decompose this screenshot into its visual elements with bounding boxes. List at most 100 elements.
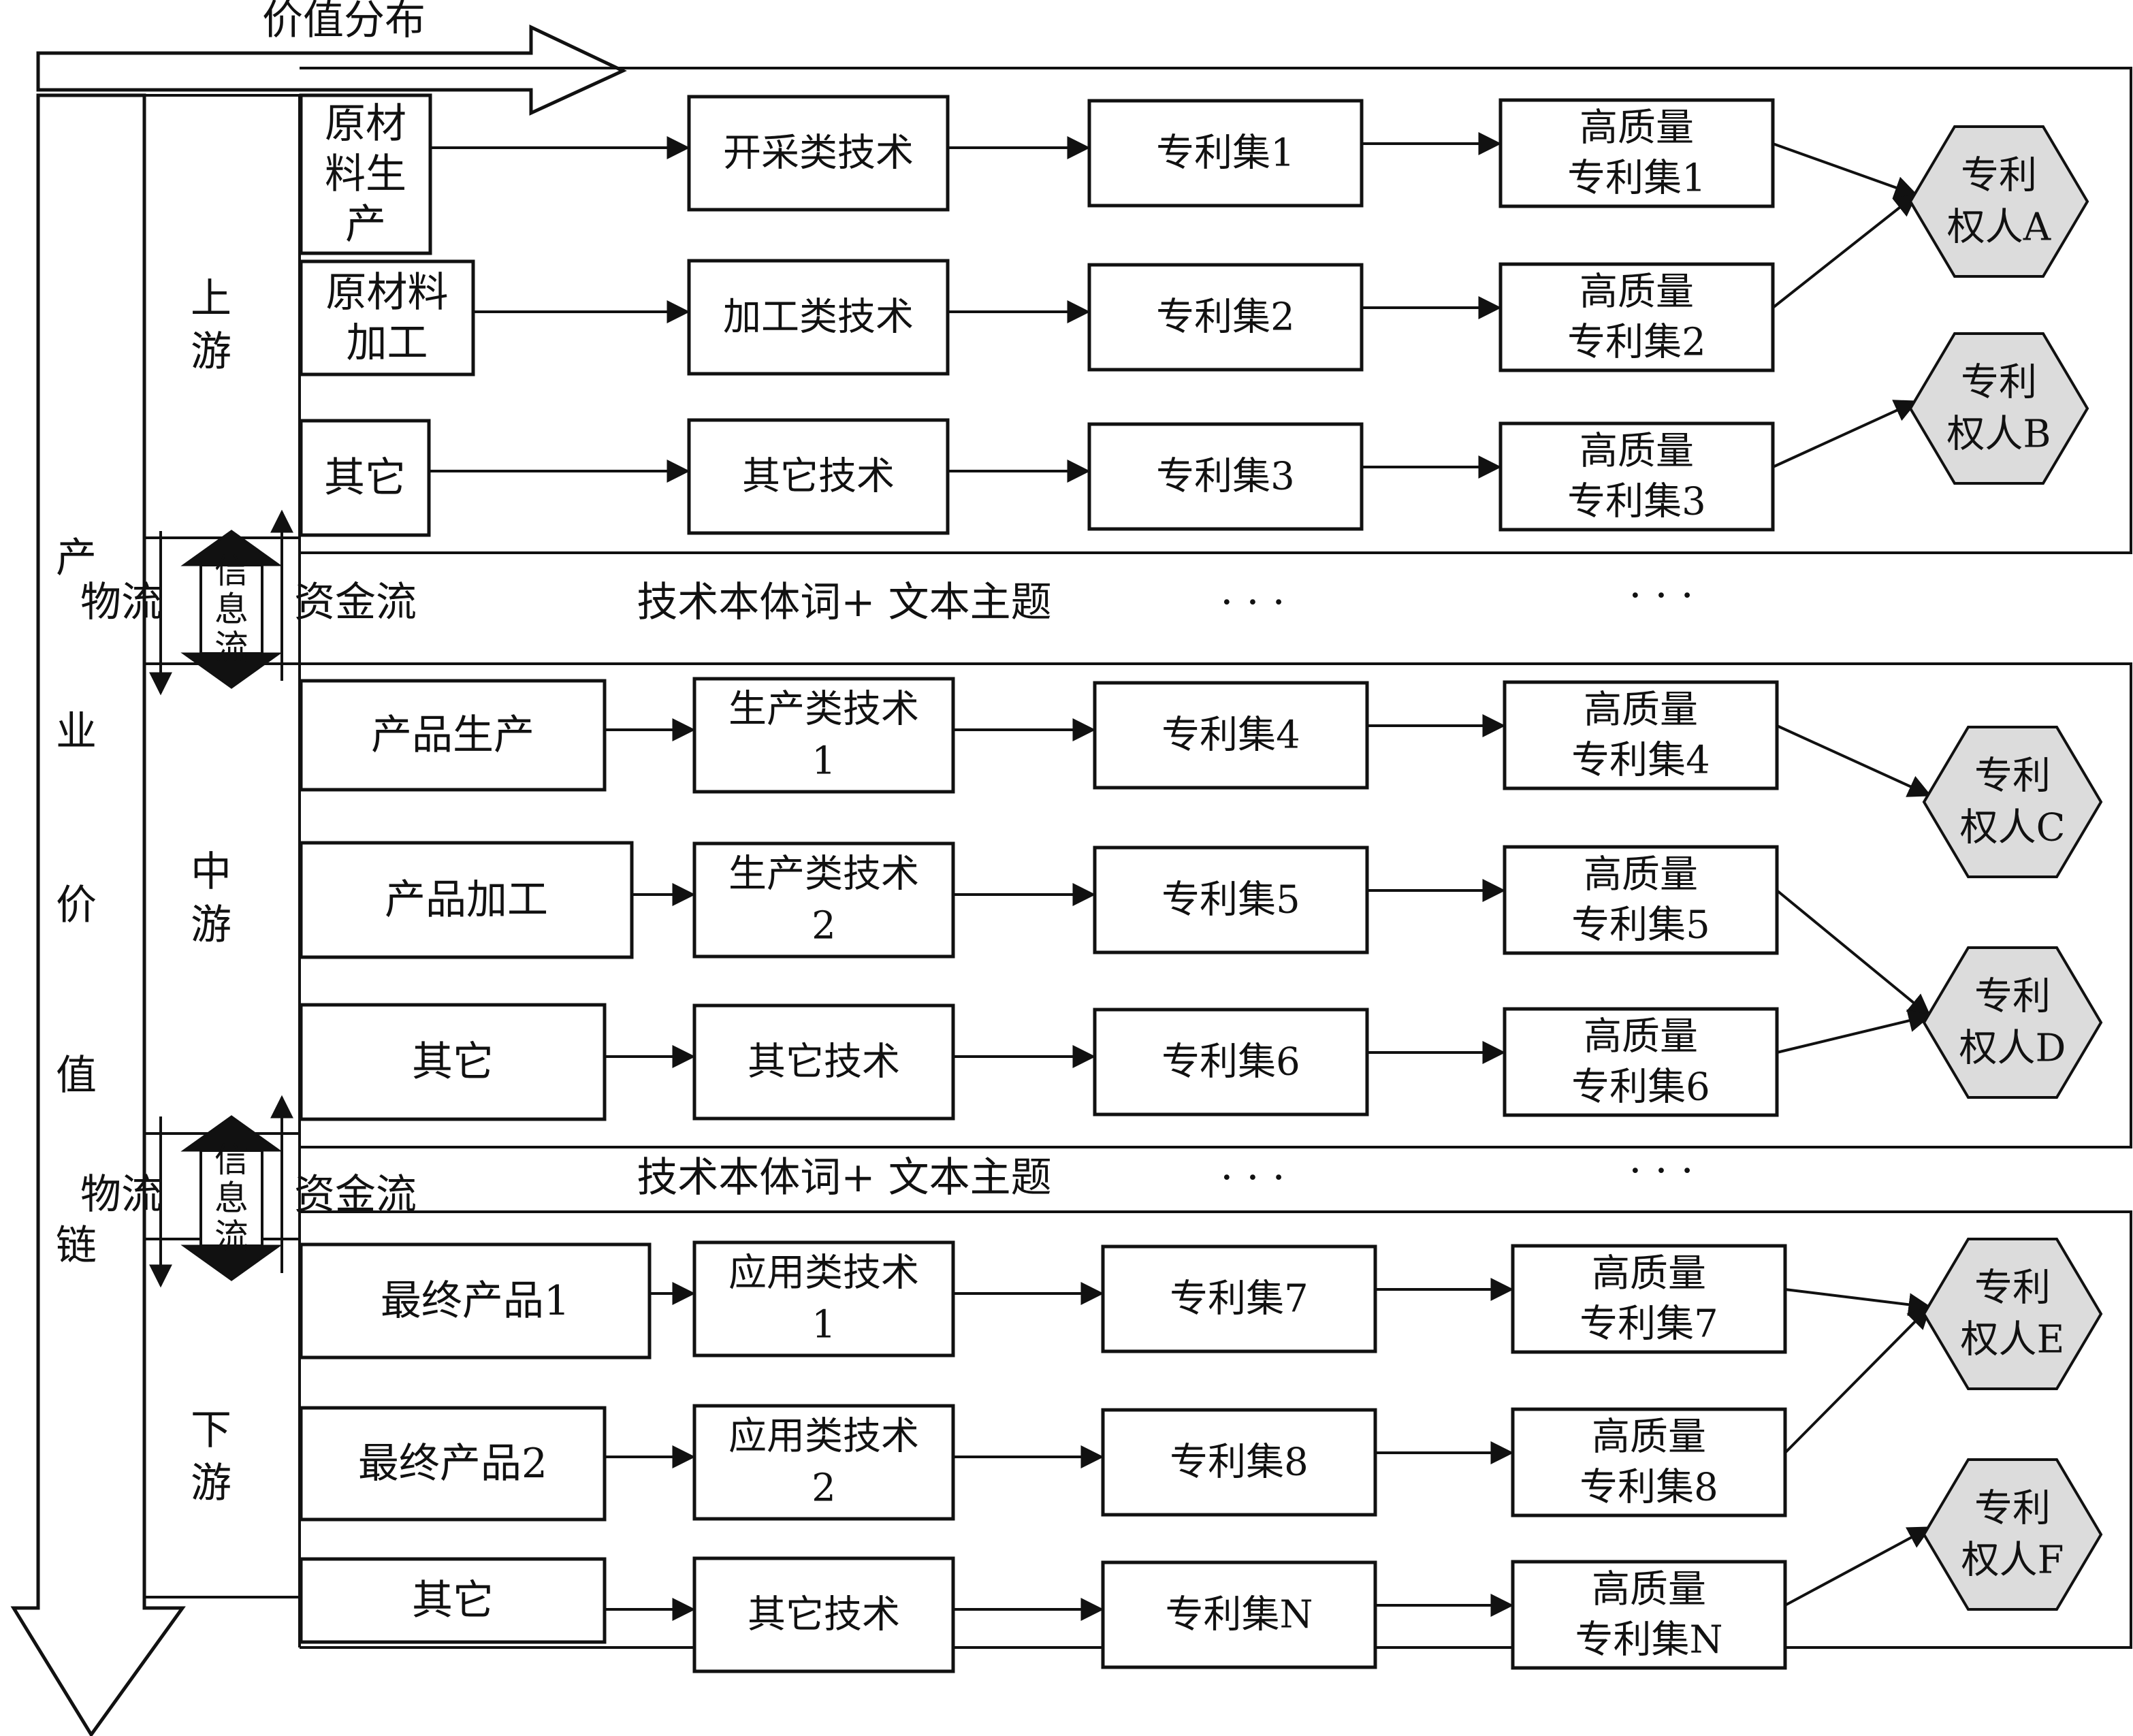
patent-owner-hexagon <box>1908 332 2089 485</box>
ellipsis: · · · <box>1629 1147 1693 1195</box>
tech-box <box>692 677 955 794</box>
stage-label: 原材料 <box>326 269 449 317</box>
patent-set-label: 专利集N <box>1166 1593 1313 1637</box>
tech-label: 1 <box>812 739 836 784</box>
tech-box <box>692 1240 955 1357</box>
stage-label: 其它 <box>324 454 406 502</box>
hq-patent-label: 专利集3 <box>1567 480 1706 524</box>
stage-label: 产品生产 <box>371 711 534 759</box>
hq-patent-label: 高质量 <box>1579 270 1694 315</box>
tech-box <box>687 95 950 212</box>
hq-patent-label: 专利集5 <box>1571 903 1710 948</box>
patent-set-box <box>1101 1560 1377 1669</box>
hq-to-owner-arrow <box>1784 1526 1931 1607</box>
tier-label: 中 <box>191 848 231 896</box>
hq-to-owner-arrow <box>1771 193 1918 309</box>
hq-patent-label: 专利集7 <box>1579 1302 1718 1347</box>
hq-to-owner-arrow <box>1776 724 1932 797</box>
patent-set-label: 专利集6 <box>1161 1040 1300 1084</box>
info-flow-char: 信 <box>214 1140 248 1180</box>
hq-patent-box <box>1498 421 1775 532</box>
patent-set-label: 专利集2 <box>1156 295 1295 340</box>
stage-box <box>299 259 475 376</box>
ellipsis: · · · <box>1629 572 1693 620</box>
hq-patent-label: 高质量 <box>1592 1568 1706 1612</box>
patent-owner-hexagon <box>1922 1238 2103 1390</box>
row-layer: 原材料生产开采类技术专利集1高质量专利集1原材料加工加工类技术专利集2高质量专利… <box>299 93 1787 1673</box>
patent-set-box <box>1087 422 1364 531</box>
patent-set-box <box>1101 1408 1377 1517</box>
patent-owner-label: 权人B <box>1946 413 2051 457</box>
tech-box <box>692 1003 955 1121</box>
patent-owner-label: 权人D <box>1959 1027 2066 1071</box>
tech-label: 生产类技术 <box>728 852 919 897</box>
logistics-flow-label: 物流 <box>80 1171 162 1219</box>
topic-label: 技术本体词+ 文本主题 <box>637 579 1051 626</box>
tech-label: 加工类技术 <box>723 295 914 340</box>
tier-column <box>144 662 301 1135</box>
patent-owner-label: 专利 <box>1961 361 2037 405</box>
hq-patent-label: 高质量 <box>1584 1015 1698 1059</box>
patent-owner-hexagon <box>1922 1458 2103 1611</box>
topic-label: 技术本体词+ 文本主题 <box>637 1154 1051 1202</box>
patent-set-label: 专利集3 <box>1156 455 1295 499</box>
patent-owner-hexagon <box>1908 125 2089 278</box>
stage-label: 原材 <box>325 100 406 148</box>
hq-to-owner-arrow <box>1776 889 1931 1018</box>
tech-box <box>692 1404 955 1521</box>
tech-label: 应用类技术 <box>728 1415 919 1459</box>
patent-owner-label: 专利 <box>1974 1487 2051 1531</box>
patent-set-box <box>1087 263 1364 372</box>
hq-to-owner-arrow <box>1772 142 1919 199</box>
hq-to-owner-arrow <box>1776 1009 1932 1054</box>
value-chain-arrow <box>10 93 186 1736</box>
info-flow-char: 流 <box>214 1217 248 1256</box>
tech-label: 其它技术 <box>742 455 895 499</box>
hq-patent-label: 高质量 <box>1592 1415 1706 1460</box>
patent-owner-label: 权人E <box>1961 1318 2065 1362</box>
stage-box <box>299 841 634 959</box>
hq-patent-label: 专利集4 <box>1571 739 1710 783</box>
hq-patent-box <box>1503 1007 1779 1117</box>
value-distribution-label: 价值分布 <box>262 0 426 44</box>
value-chain-char: 链 <box>56 1222 97 1270</box>
logistics-flow-label: 物流 <box>80 579 162 626</box>
stage-box <box>299 1406 607 1522</box>
info-flow-char: 息 <box>214 590 248 629</box>
tier-label: 下 <box>191 1407 231 1454</box>
patent-owner-label: 权人A <box>1947 206 2051 250</box>
stage-label: 产 <box>345 201 386 248</box>
tech-box <box>692 1556 955 1673</box>
stage-label: 加工 <box>347 319 428 367</box>
tech-box <box>687 259 950 376</box>
stage-label: 其它 <box>412 1038 494 1086</box>
patent-set-label: 专利集7 <box>1170 1277 1309 1321</box>
ellipsis: · · · <box>1220 1154 1285 1202</box>
patent-set-label: 专利集8 <box>1170 1441 1309 1485</box>
capital-flow-label: 资金流 <box>294 1171 417 1219</box>
hq-patent-label: 高质量 <box>1579 430 1694 474</box>
hq-patent-label: 高质量 <box>1584 688 1698 733</box>
hq-patent-label: 专利集N <box>1575 1618 1723 1662</box>
stage-box <box>299 93 432 255</box>
tech-label: 其它技术 <box>748 1040 900 1084</box>
tier-label: 游 <box>191 328 231 376</box>
value-chain-char: 业 <box>56 708 97 756</box>
hq-patent-box <box>1511 1244 1787 1354</box>
patent-owner-label: 专利 <box>1974 754 2051 799</box>
patent-set-label: 专利集1 <box>1156 131 1295 176</box>
hq-patent-label: 专利集6 <box>1571 1065 1710 1110</box>
info-flow-body <box>199 1149 263 1247</box>
hq-patent-label: 高质量 <box>1584 853 1698 897</box>
hq-patent-label: 专利集8 <box>1579 1466 1718 1510</box>
patent-owner-hexagon <box>1922 946 2103 1099</box>
value-chain-char: 产 <box>56 534 97 582</box>
hq-patent-label: 高质量 <box>1579 106 1694 150</box>
tech-label: 1 <box>812 1303 836 1347</box>
value-chain-char: 值 <box>56 1052 97 1099</box>
stage-box <box>299 1557 607 1644</box>
flow-layer: 信息流物流资金流信息流物流资金流 <box>80 509 417 1288</box>
hq-patent-box <box>1498 262 1775 372</box>
stage-box <box>299 1242 652 1360</box>
